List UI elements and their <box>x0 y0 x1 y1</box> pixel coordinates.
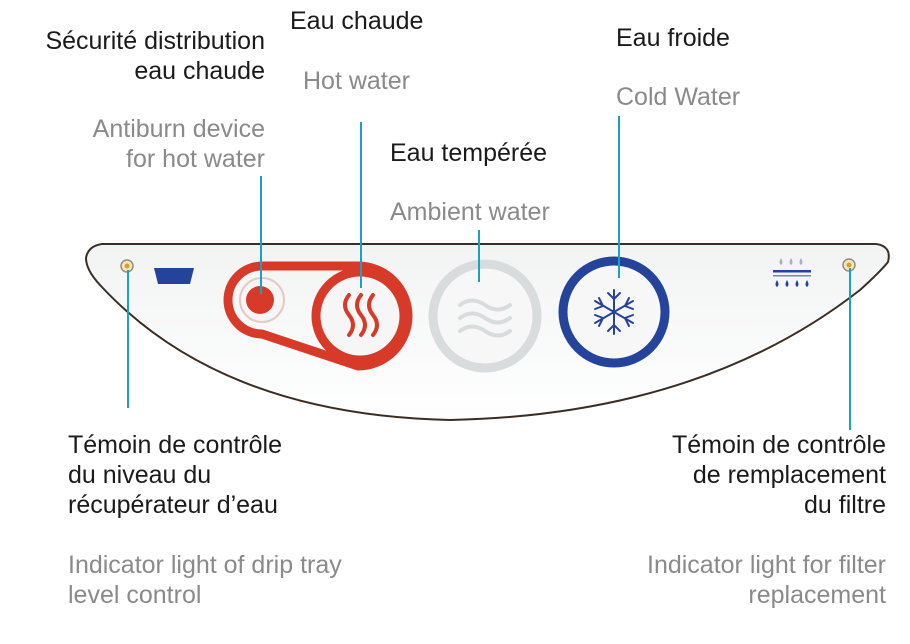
drip-tray-label-fr: Témoin de contrôle du niveau du récupéra… <box>68 431 283 519</box>
cold-water-button[interactable] <box>558 256 670 368</box>
steam-waves-icon <box>343 293 379 337</box>
cold-water-label-fr: Eau froide <box>616 24 730 52</box>
antiburn-label-fr: Sécurité distribution eau chaude <box>45 27 265 85</box>
cold-water-label-en: Cold Water <box>616 83 741 111</box>
waves-icon <box>458 298 512 338</box>
filter-leader-line <box>849 268 851 430</box>
ambient-water-label-en: Ambient water <box>390 198 550 226</box>
filter-label-en: Indicator light for filter replacement <box>647 551 886 609</box>
drip-tray-leader-line <box>127 270 129 408</box>
drip-tray-label-en: Indicator light of drip tray level contr… <box>68 551 342 609</box>
ambient-water-leader-line <box>478 230 480 282</box>
hot-water-label-fr: Eau chaude <box>290 7 424 35</box>
ambient-water-label-fr: Eau tempérée <box>390 139 548 167</box>
antiburn-leader-line <box>260 176 262 294</box>
cold-water-leader-line <box>618 116 620 278</box>
hot-water-label-en: Hot water <box>303 67 410 95</box>
filter-label-fr: Témoin de contrôle de remplacement du fi… <box>671 431 886 519</box>
drip-tray-icon <box>154 268 194 284</box>
antiburn-label-en: Antiburn device for hot water <box>92 115 265 173</box>
hot-water-leader-line <box>360 122 362 288</box>
snowflake-icon <box>594 289 634 335</box>
hot-water-group <box>223 261 413 371</box>
filter-drops-icon <box>773 258 811 287</box>
ambient-water-button[interactable] <box>428 259 542 373</box>
